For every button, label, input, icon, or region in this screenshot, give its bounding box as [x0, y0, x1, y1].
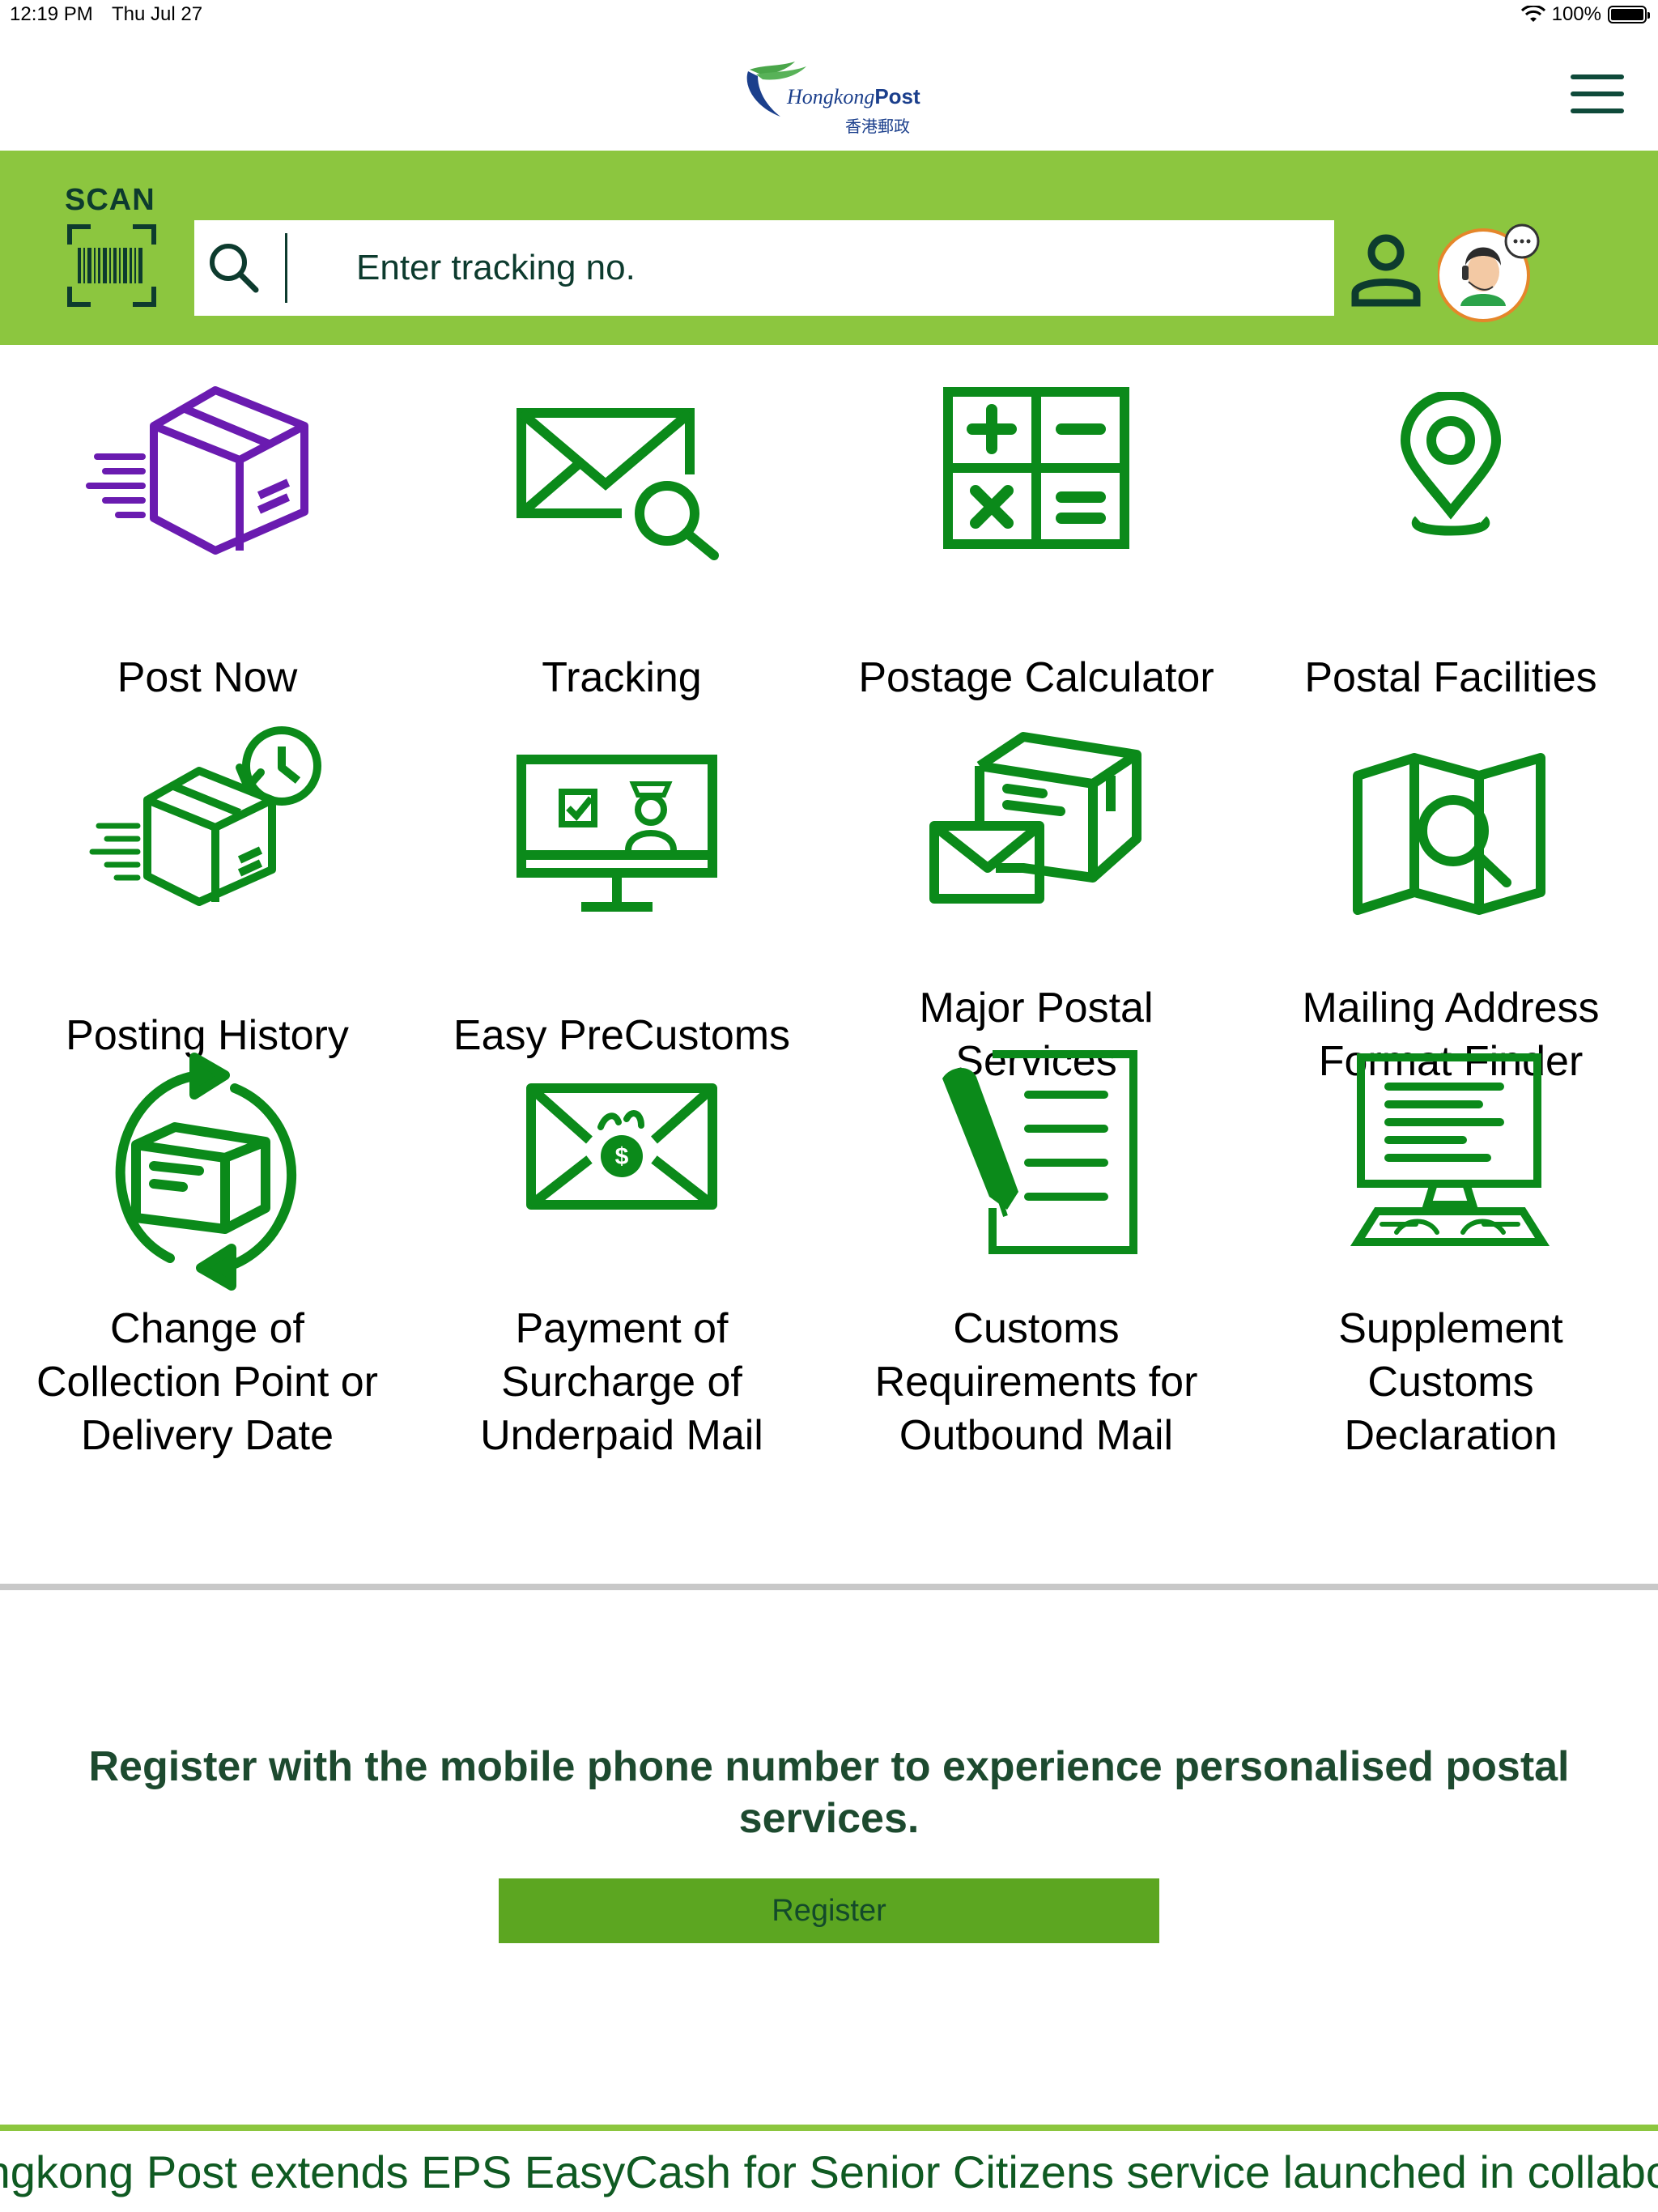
hamburger-menu-icon[interactable] [1571, 74, 1624, 113]
app-header: HongkongPost 香港郵政 [0, 32, 1658, 151]
envelope-payment-icon: $ [526, 1083, 717, 1210]
register-button[interactable]: Register [499, 1878, 1159, 1943]
tracking-number-input[interactable] [356, 220, 1312, 316]
status-right: 100% [1520, 3, 1650, 26]
tile-mailing-address-format-finder[interactable]: Mailing Address Format Finder [1244, 722, 1658, 1085]
tile-label: Post Now [117, 654, 298, 701]
register-promo-text: Register with the mobile phone number to… [88, 1743, 1570, 1842]
hongkong-post-logo[interactable]: HongkongPost 香港郵政 [738, 58, 925, 139]
customs-officer-monitor-icon [517, 755, 717, 912]
user-account-icon[interactable] [1346, 228, 1426, 309]
tile-easy-precustoms[interactable]: Easy PreCustoms [414, 722, 829, 1062]
barcode-icon [67, 224, 156, 307]
services-grid: Post Now Tracking [0, 345, 1658, 1584]
tile-label: Postal Facilities [1304, 654, 1597, 701]
tile-post-now[interactable]: Post Now [0, 345, 414, 709]
tile-label: Supplement Customs Declaration [1338, 1305, 1563, 1459]
tile-label: Change of Collection Point or Delivery D… [36, 1305, 378, 1459]
section-divider [0, 1584, 1658, 1590]
tile-label: Posting History [66, 1012, 349, 1059]
wifi-icon [1520, 6, 1545, 22]
battery-percent: 100% [1551, 3, 1601, 25]
tile-postal-facilities[interactable]: Postal Facilities [1244, 345, 1658, 709]
calculator-icon [943, 387, 1129, 549]
ticker-background: Hongkong Post extends EPS EasyCash for S… [0, 2131, 1658, 2212]
tile-change-of-collection-point[interactable]: Change of Collection Point or Delivery D… [0, 1053, 414, 1584]
tile-customs-requirements[interactable]: Customs Requirements for Outbound Mail [829, 1050, 1244, 1584]
tile-tracking[interactable]: Tracking [414, 345, 829, 709]
tile-label: Easy PreCustoms [453, 1012, 791, 1059]
tile-posting-history[interactable]: Posting History [0, 722, 414, 1062]
box-delivery-icon [86, 386, 308, 555]
parcel-envelope-icon [929, 732, 1141, 904]
battery-icon [1608, 6, 1650, 23]
tile-supplement-customs-declaration[interactable]: Supplement Customs Declaration [1244, 1053, 1658, 1584]
tile-label: Tracking [542, 654, 702, 701]
logo-text-en: HongkongPost [787, 84, 920, 108]
bird-logo-icon [746, 62, 806, 117]
tile-postage-calculator[interactable]: Postage Calculator [829, 345, 1244, 709]
status-date: Thu Jul 27 [112, 3, 203, 25]
logo-text-zh: 香港郵政 [845, 118, 910, 136]
box-cycle-icon [115, 1053, 296, 1291]
search-band: SCAN [0, 151, 1658, 345]
computer-typing-icon [1350, 1053, 1550, 1246]
tile-label: Major Postal Services [919, 985, 1154, 1085]
tile-payment-of-surcharge[interactable]: $ Payment of Surcharge of Underpaid Mail [414, 1083, 829, 1584]
search-icon[interactable] [206, 240, 262, 296]
location-pin-icon [1400, 392, 1502, 536]
ticker-text: Hongkong Post extends EPS EasyCash for S… [0, 2146, 1658, 2197]
status-time: 12:19 PM [10, 3, 93, 25]
tile-major-postal-services[interactable]: Major Postal Services [829, 722, 1244, 1085]
scan-button[interactable]: SCAN [65, 183, 162, 313]
tile-label: Customs Requirements for Outbound Mail [874, 1305, 1198, 1459]
news-ticker[interactable]: Hongkong Post extends EPS EasyCash for S… [0, 2125, 1658, 2212]
map-search-icon [1353, 753, 1545, 915]
scan-label: SCAN [65, 183, 155, 217]
search-divider [285, 233, 287, 303]
svg-text:$: $ [615, 1143, 629, 1170]
customer-service-chat-icon[interactable] [1438, 217, 1543, 322]
envelope-search-icon [517, 408, 719, 560]
tile-label: Postage Calculator [858, 654, 1214, 701]
tracking-search-box [194, 220, 1334, 316]
tile-label: Payment of Surcharge of Underpaid Mail [480, 1305, 763, 1459]
document-pen-icon [942, 1050, 1137, 1254]
box-history-icon [89, 726, 321, 906]
status-bar: 12:19 PM Thu Jul 27 100% [0, 0, 1658, 32]
